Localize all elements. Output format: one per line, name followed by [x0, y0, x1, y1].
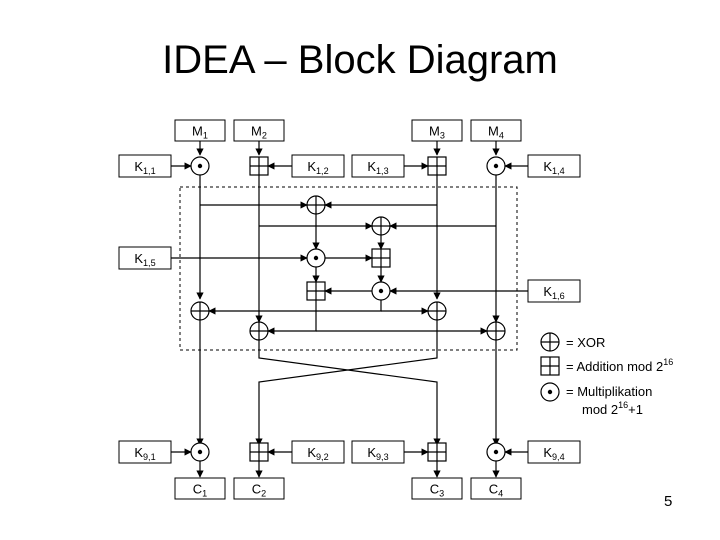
op-xor-lane4 — [486, 321, 506, 341]
key-k12-label: K1,2 — [307, 159, 328, 176]
output-c4-box — [470, 477, 522, 500]
legend-mult-text: = Multiplikation — [566, 384, 652, 399]
legend-mult-icon — [540, 382, 560, 402]
output-c4-label: C4 — [489, 481, 503, 498]
legend-add-icon — [540, 356, 560, 376]
ma-out-left-to-lane2 — [267, 300, 317, 335]
op-add-k92 — [249, 442, 269, 462]
slide-title: IDEA – Block Diagram — [162, 38, 558, 82]
op-mult-k16 — [371, 281, 391, 301]
op-add-k13 — [427, 156, 447, 176]
key-k15-label: K1,5 — [134, 251, 155, 268]
output-c3-box — [411, 477, 463, 500]
op-mult-k91 — [190, 442, 210, 462]
op-add-ma-left — [306, 281, 326, 301]
key-k13-label: K1,3 — [367, 159, 388, 176]
output-c3-label: C3 — [430, 481, 444, 498]
key-k14-label: K1,4 — [543, 159, 564, 176]
output-c1-label: C1 — [193, 481, 207, 498]
round-boundary — [179, 186, 518, 351]
key-k92-label: K9,2 — [307, 445, 328, 462]
op-mult-k14 — [486, 156, 506, 176]
op-xor-lane1 — [190, 301, 210, 321]
input-m1-label: M1 — [192, 123, 208, 140]
op-mult-k15 — [306, 248, 326, 268]
ma-out-right-to-lane1 — [208, 300, 382, 315]
legend-mult-mod-text: mod 216+1 — [582, 400, 643, 417]
op-xor-lane3 — [427, 301, 447, 321]
op-add-ma-right — [371, 248, 391, 268]
key-k91-label: K9,1 — [134, 445, 155, 462]
op-mult-k94 — [486, 442, 506, 462]
key-k11-label: K1,1 — [134, 159, 155, 176]
legend-xor-icon — [540, 332, 560, 352]
input-m2-label: M2 — [251, 123, 267, 140]
legend-xor-text: = XOR — [566, 335, 605, 350]
key-k94-label: K9,4 — [543, 445, 564, 462]
lane2-swap — [258, 340, 441, 446]
lane3-swap — [255, 320, 438, 446]
legend-add-text: = Addition mod 216 — [566, 357, 673, 374]
output-c2-box — [233, 477, 285, 500]
op-mult-k11 — [190, 156, 210, 176]
key-k16-label: K1,6 — [543, 284, 564, 301]
input-m4-label: M4 — [488, 123, 504, 140]
op-xor-top-left — [306, 195, 326, 215]
op-xor-top-right — [371, 216, 391, 236]
output-c1-box — [174, 477, 226, 500]
input-m3-label: M3 — [429, 123, 445, 140]
output-c2-label: C2 — [252, 481, 266, 498]
op-add-k12 — [249, 156, 269, 176]
page-number: 5 — [664, 493, 673, 510]
op-xor-lane2 — [249, 321, 269, 341]
key-k93-label: K9,3 — [367, 445, 388, 462]
op-add-k93 — [427, 442, 447, 462]
